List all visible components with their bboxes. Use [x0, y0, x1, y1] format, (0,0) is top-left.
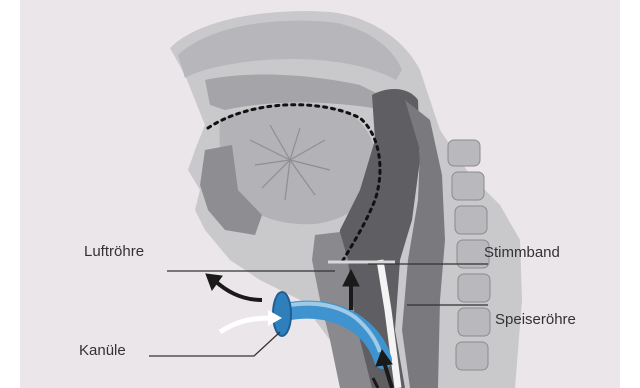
label-trachea: Luftröhre [84, 243, 144, 261]
label-cannula: Kanüle [79, 342, 126, 360]
label-esophagus: Speiseröhre [495, 311, 576, 329]
cannula-flange [273, 292, 291, 336]
label-vocal-cord: Stimmband [484, 244, 560, 262]
head-neck-cross-section-illustration [20, 0, 620, 388]
